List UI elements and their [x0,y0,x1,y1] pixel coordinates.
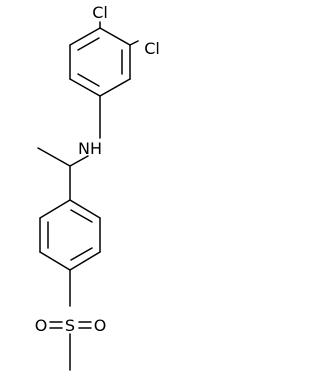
ring-bond [69,78,101,97]
ring-bond [69,251,101,271]
dichlorophenyl-ring [69,27,131,97]
oxygen-label-right: O [94,316,107,335]
sulfur-label: S [65,316,75,335]
molecule-diagram: Cl Cl NH S O O [35,3,160,371]
ring-double-bond [77,73,100,87]
ring-bond [69,199,101,219]
ring-double-bond [70,209,93,223]
ring-bond [99,27,131,46]
oxygen-label-left: O [35,316,48,335]
n-c-bond [69,155,89,167]
amine-label: NH [78,139,102,158]
chlorine-label-top: Cl [92,3,108,22]
ring-bond [69,27,101,46]
ring-double-bond [70,247,93,261]
ring-bond [99,78,131,97]
c-cl-bond-right [129,40,139,46]
chlorine-label-right: Cl [144,39,160,58]
ring-bond [39,199,71,219]
ring-bond [39,251,71,271]
methylsulfonylphenyl-ring [39,199,101,271]
ring-double-bond [77,37,100,51]
methyl-bond [37,147,71,167]
